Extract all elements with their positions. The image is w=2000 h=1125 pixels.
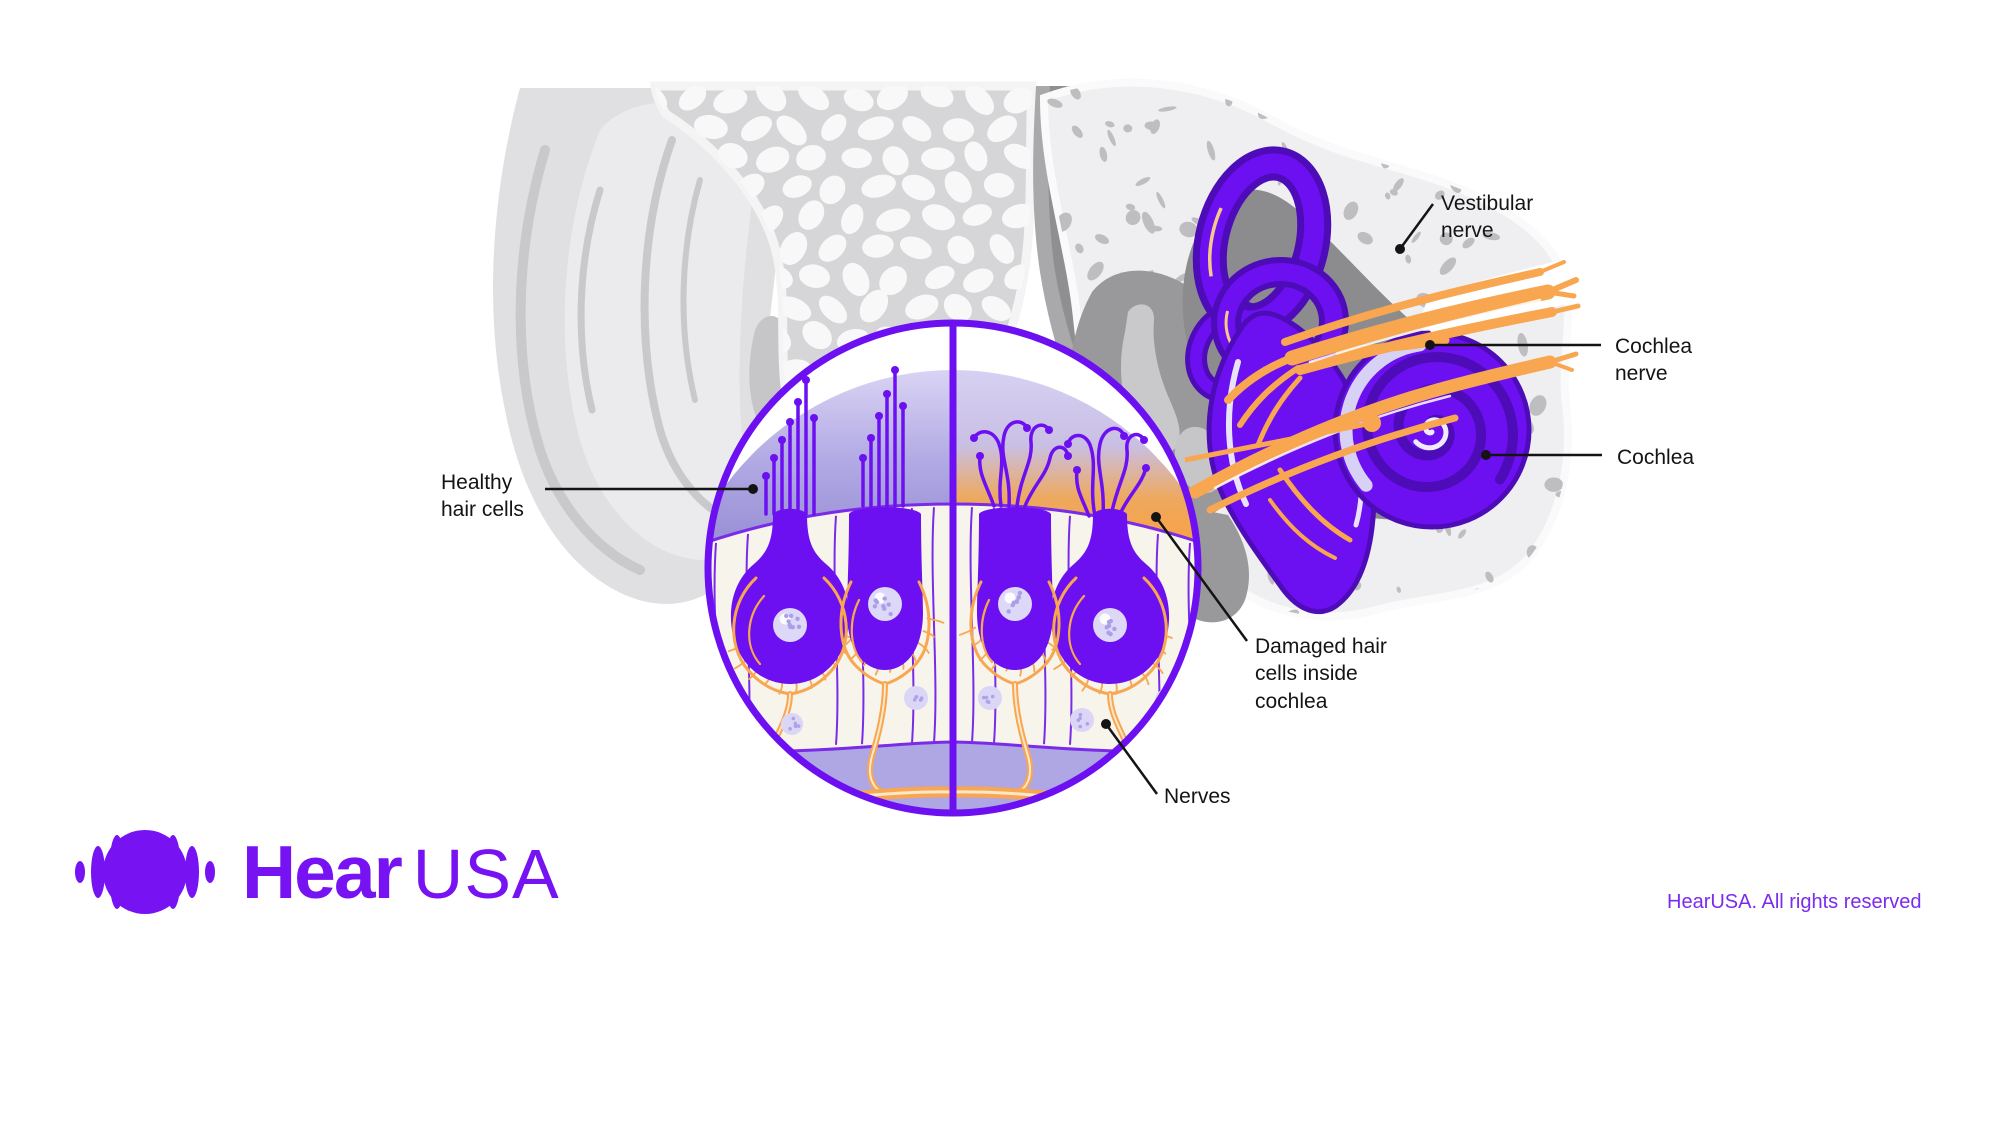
- cochlear-and-vestibular-nerves: [1188, 260, 1587, 560]
- hearusa-logo: Hear USA: [72, 822, 560, 922]
- brand-word-hear: Hear: [242, 830, 403, 914]
- label-cochlea-nerve: Cochlea nerve: [1615, 335, 1693, 386]
- outer-ear-pinna: [493, 88, 801, 604]
- label-cochlea: Cochlea: [1617, 446, 1695, 469]
- copyright-note: HearUSA. All rights reserved: [1667, 891, 1922, 913]
- label-nerves: Nerves: [1164, 785, 1231, 808]
- label-healthy-hair-cells: Healthy hair cells: [441, 471, 524, 522]
- cell-nuclei: [708, 587, 1198, 735]
- brand-word-usa: USA: [412, 835, 560, 913]
- label-damaged-hair-cells: Damaged hair cells inside cochlea: [1255, 635, 1387, 713]
- label-vestibular-nerve: Vestibular nerve: [1441, 192, 1534, 243]
- cochlea-spiral: [1332, 330, 1532, 530]
- healthy-stereocilia: [762, 366, 907, 516]
- inset-connector: [1184, 414, 1381, 463]
- leader-lines: [545, 203, 1602, 795]
- soundwave-icon: [75, 830, 215, 914]
- inset-ring: [704, 319, 1202, 817]
- damaged-stereocilia: [970, 420, 1150, 518]
